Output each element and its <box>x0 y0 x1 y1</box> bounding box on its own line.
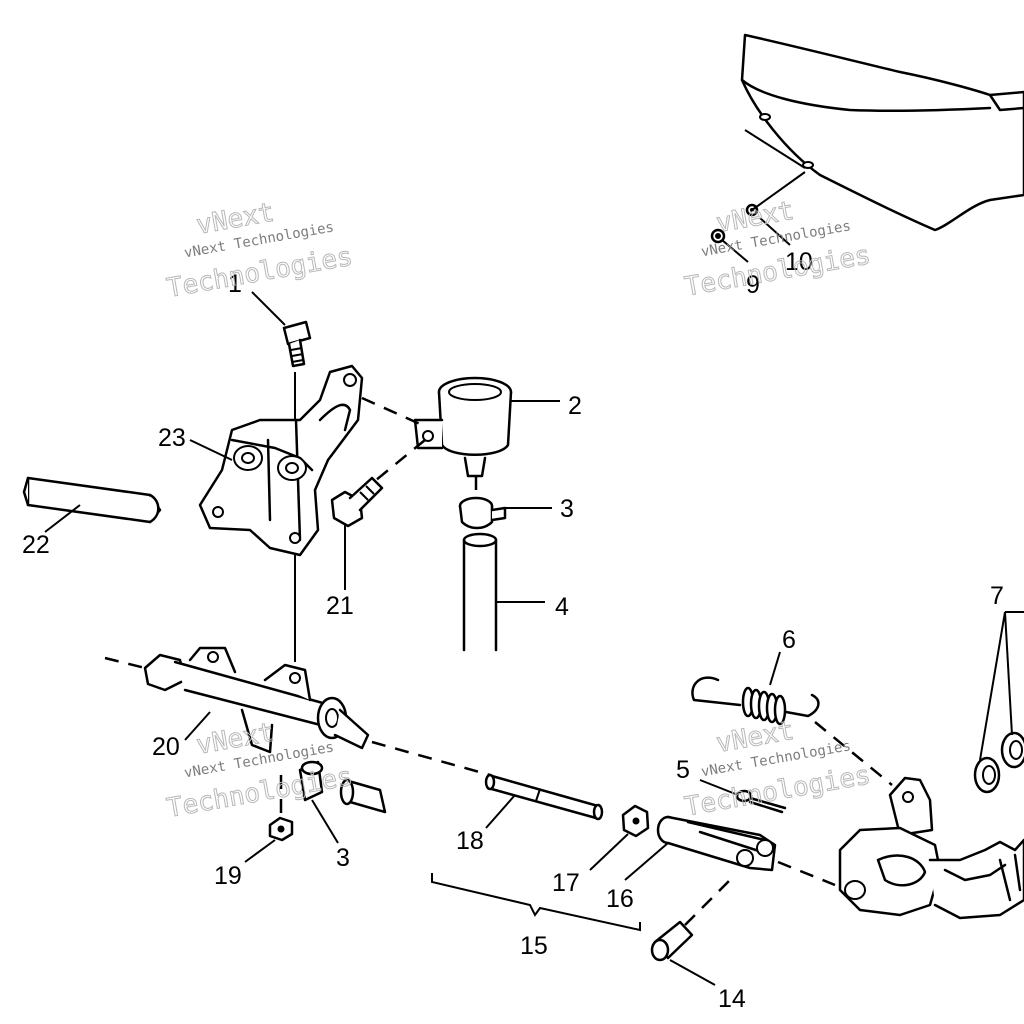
callout-20: 20 <box>152 733 180 761</box>
callout-22: 22 <box>22 531 50 559</box>
nut-19 <box>268 816 294 842</box>
callout-17: 17 <box>552 869 580 897</box>
callout-14: 14 <box>718 985 746 1013</box>
reservoir-2 <box>413 376 513 478</box>
callout-23: 23 <box>158 424 186 452</box>
bolt-21 <box>330 476 384 528</box>
brake-pedal <box>838 776 1024 920</box>
screw-9 <box>710 228 726 244</box>
watermark-4: vNext vNext Technologies Technologies <box>682 715 873 823</box>
callout-19: 19 <box>214 862 242 890</box>
callout-3-top: 3 <box>560 495 574 523</box>
clevis-pin-14 <box>650 920 694 962</box>
sleeve-22 <box>22 476 162 524</box>
bolt-1 <box>282 320 312 368</box>
callout-6: 6 <box>782 626 796 654</box>
callout-10: 10 <box>785 248 813 276</box>
watermark-1: vNext vNext Technologies Technologies <box>164 197 355 304</box>
callout-9: 9 <box>746 271 760 299</box>
callout-3-bottom: 3 <box>336 844 350 872</box>
bracket-23 <box>198 364 364 557</box>
tube-segment <box>339 778 387 814</box>
callout-21: 21 <box>326 592 354 620</box>
callout-7: 7 <box>990 582 1004 610</box>
clevis-16 <box>656 815 777 872</box>
assembly-brace-15 <box>431 873 641 932</box>
callout-16: 16 <box>606 885 634 913</box>
callout-2: 2 <box>568 392 582 420</box>
nut-17 <box>621 804 650 838</box>
washer-7a <box>973 756 1001 794</box>
hose-clamp-3-top <box>458 496 507 530</box>
pin-18 <box>484 773 604 821</box>
callout-4: 4 <box>555 593 569 621</box>
callout-5: 5 <box>676 756 690 784</box>
cotter-pin-5 <box>735 789 787 814</box>
callout-1: 1 <box>228 270 242 298</box>
body-panel <box>740 33 1024 232</box>
pedal-housing-20 <box>143 646 370 754</box>
callout-15: 15 <box>520 932 548 960</box>
hose-clamp-3-bottom <box>298 760 324 802</box>
watermark-2: vNext vNext Technologies Technologies <box>682 195 873 303</box>
hose-4 <box>462 532 498 652</box>
callout-18: 18 <box>456 827 484 855</box>
washer-7b <box>1000 731 1024 769</box>
spring-6 <box>691 676 820 726</box>
